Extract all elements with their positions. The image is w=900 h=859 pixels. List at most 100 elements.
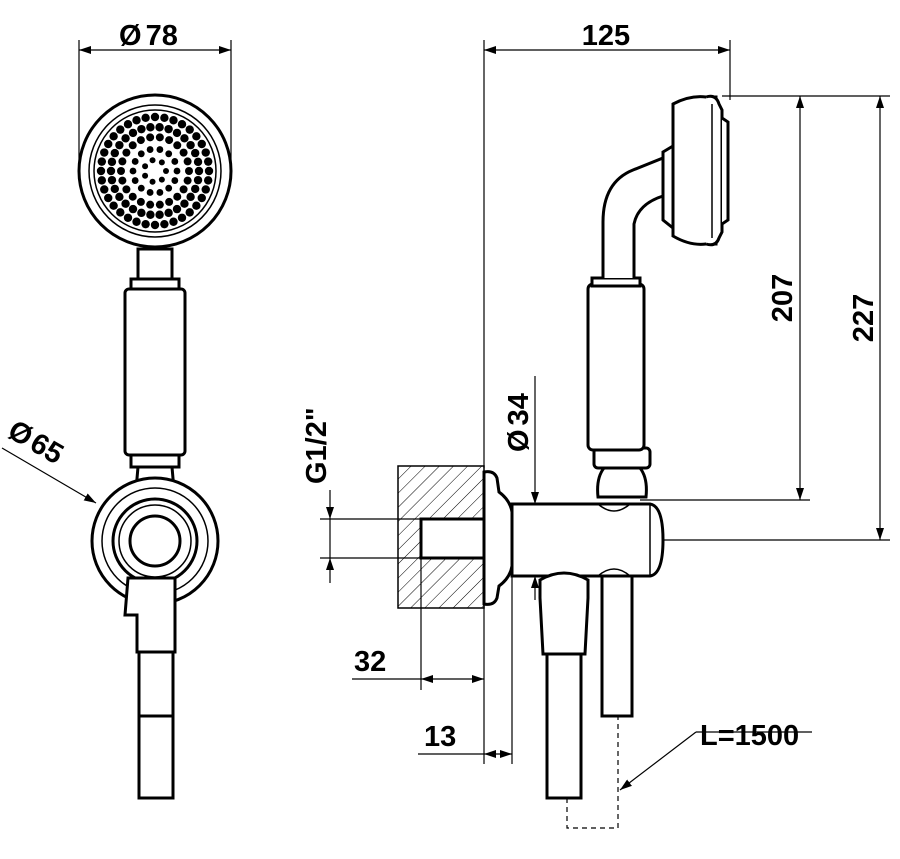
nozzle: [169, 217, 178, 226]
nozzle: [165, 184, 173, 192]
nozzle: [109, 201, 118, 210]
nozzle: [146, 133, 155, 142]
nozzle: [150, 112, 160, 122]
nozzle: [106, 166, 116, 176]
nozzle: [118, 157, 127, 166]
nozzle: [128, 192, 137, 201]
nozzle: [165, 197, 174, 206]
shower-head-front: [77, 93, 233, 249]
nozzle: [191, 148, 200, 158]
handle-collar-bottom: [129, 453, 181, 469]
label-thread: G1/2": [301, 407, 333, 484]
svg-text:Ø78: Ø78: [119, 20, 178, 52]
nozzle: [116, 208, 125, 217]
nozzle: [146, 146, 154, 153]
nozzle: [171, 177, 179, 184]
nozzle: [107, 157, 117, 167]
nozzle: [132, 217, 141, 226]
nozzle: [197, 193, 206, 203]
nozzle: [173, 141, 182, 150]
label-total-height: 227: [848, 294, 880, 342]
nozzle: [185, 208, 194, 217]
nozzle: [204, 166, 214, 176]
nozzle: [150, 220, 160, 230]
nozzle: [146, 200, 155, 209]
leader-hose-length: [619, 731, 697, 791]
nozzle: [115, 192, 124, 202]
nozzle: [201, 148, 210, 157]
nozzle: [141, 219, 150, 229]
nozzle: [158, 176, 165, 183]
nozzle: [128, 141, 137, 150]
hose-front: [137, 714, 175, 800]
nozzle: [115, 140, 124, 150]
nozzle: [121, 199, 130, 208]
nozzle: [185, 125, 194, 134]
nozzle: [165, 136, 174, 145]
outlet-body-side: [510, 502, 665, 578]
svg-text:Ø34: Ø34: [503, 393, 535, 452]
nozzle: [163, 168, 169, 174]
nozzle: [201, 185, 210, 194]
nozzle: [149, 178, 156, 185]
nozzle: [177, 213, 187, 222]
nozzle: [156, 146, 164, 153]
nozzle: [173, 167, 181, 175]
nozzle: [192, 132, 201, 141]
label-flange-offset: 13: [424, 721, 456, 753]
nozzle: [100, 148, 109, 157]
nozzle: [172, 204, 182, 214]
nozzle: [137, 124, 146, 134]
hose-side: [545, 652, 583, 800]
nozzle: [142, 163, 149, 170]
nozzle: [123, 213, 133, 222]
nozzle: [142, 172, 149, 179]
nozzle: [131, 177, 139, 184]
nozzle: [177, 120, 187, 129]
nozzle: [186, 192, 195, 202]
nozzle: [169, 116, 178, 125]
nozzle: [173, 192, 182, 201]
label-outlet-diameter: Ø34: [503, 393, 535, 452]
hose-continuation: [566, 716, 619, 829]
nozzle: [118, 176, 127, 185]
nozzle: [128, 128, 138, 138]
nozzle: [96, 166, 106, 176]
nozzle: [97, 157, 107, 166]
label-head-height: 207: [767, 274, 799, 322]
nozzle: [146, 189, 154, 196]
nozzle: [128, 204, 138, 214]
nozzle: [131, 158, 139, 165]
nozzle: [122, 148, 131, 157]
nozzle: [123, 120, 133, 129]
nozzle: [116, 125, 125, 134]
nozzle: [192, 201, 201, 210]
head-neck: [136, 247, 174, 281]
nozzle: [149, 157, 156, 164]
nozzle: [122, 185, 131, 194]
bracket-hole: [128, 514, 182, 568]
nozzle: [146, 123, 155, 132]
nozzle: [179, 185, 188, 194]
nozzle: [132, 116, 141, 125]
nozzle: [180, 199, 189, 208]
nozzle: [104, 139, 113, 149]
nozzle: [160, 113, 169, 123]
side-view: 125 207 227 Ø34 G1/2" 32: [301, 20, 890, 829]
leader-flange-diameter: [1, 447, 97, 504]
nozzle: [136, 136, 145, 145]
nozzle: [194, 166, 204, 176]
nozzle: [137, 208, 146, 218]
nozzle: [158, 159, 165, 166]
nozzle: [107, 175, 117, 185]
nozzle: [185, 167, 193, 175]
nozzle: [172, 128, 182, 138]
handle-side: [586, 282, 646, 452]
label-hose-length: L=1500: [700, 720, 799, 752]
wall-flange-side: [482, 470, 514, 606]
nozzle: [171, 158, 179, 165]
nozzle: [180, 134, 189, 143]
nozzle: [203, 176, 213, 185]
nozzle: [117, 167, 125, 175]
